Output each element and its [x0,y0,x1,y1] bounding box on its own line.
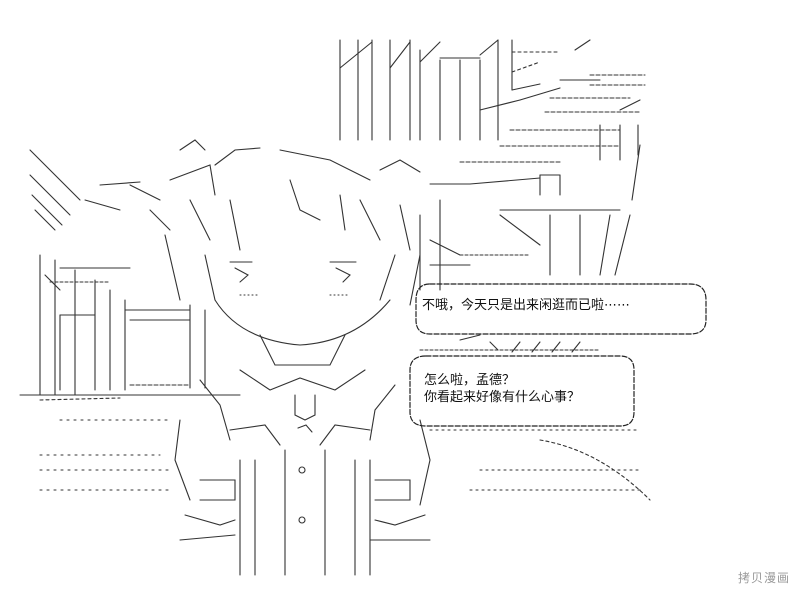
watermark-text: 拷贝漫画 [737,571,790,585]
background-building [339,39,646,201]
dialogue-line: 怎么啦，孟德？ [424,373,516,388]
speech-bubble-1 [415,283,707,335]
speech-bubble-2 [409,355,635,427]
character [164,139,431,576]
background-left-buildings [19,149,241,401]
background-ground [39,419,651,501]
speech-bubble-2-text: 怎么啦，孟德？ 你看起来好像有什么心事？ [424,372,580,406]
dialogue-line: 不哦，今天只是出来闲逛而已啦⋯⋯ [422,298,631,313]
background-stall [419,199,631,353]
speech-bubble-1-text: 不哦，今天只是出来闲逛而已啦⋯⋯ [422,297,630,314]
dialogue-line: 你看起来好像有什么心事？ [424,390,581,405]
